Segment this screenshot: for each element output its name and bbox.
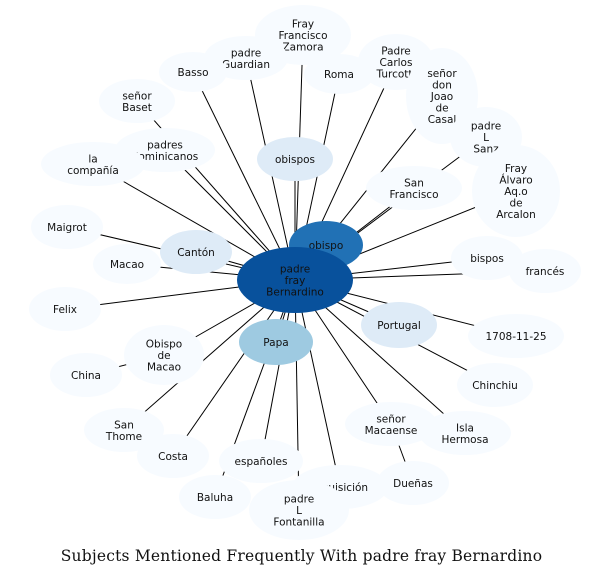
node-bubble-canton [160, 230, 232, 274]
node-bubble-chinchiu [457, 363, 533, 407]
node-papa: Papa [239, 319, 313, 365]
node-china: China [50, 353, 122, 397]
node-bubble-maigrot [31, 205, 103, 249]
node-label-macao: Macao [110, 259, 144, 271]
node-label-canton: Cantón [177, 247, 215, 259]
node-label-portugal: Portugal [377, 320, 421, 332]
node-felix: Felix [29, 287, 101, 331]
node-bubble-san-thome [84, 408, 164, 452]
node-bubble-date-1708-11-25 [468, 314, 564, 358]
node-baluha: Baluha [179, 475, 251, 519]
edge-center-padre-l-fontanilla [294, 279, 300, 511]
node-bubble-la-compania [41, 142, 145, 186]
node-maigrot: Maigrot [31, 205, 103, 249]
node-label-basso: Basso [177, 67, 208, 79]
node-label-roma: Roma [324, 69, 354, 81]
node-bubble-baluha [179, 475, 251, 519]
node-label-date-1708-11-25: 1708-11-25 [485, 331, 546, 343]
node-label-frances: francés [526, 266, 565, 278]
node-bubble-isla-hermosa [419, 411, 511, 455]
node-bubble-macao [93, 244, 161, 284]
node-bubble-obispos [257, 137, 333, 181]
node-frances: francés [509, 249, 581, 293]
diagram-title: Subjects Mentioned Frequently With padre… [60, 547, 543, 565]
node-roma: Roma [304, 54, 374, 94]
node-bubble-portugal [361, 302, 437, 348]
edge-center-inquisicion [294, 279, 341, 488]
node-bubble-san-francisco [366, 166, 462, 210]
node-canton: Cantón [160, 230, 232, 274]
node-bubble-obispo-de-macao [124, 325, 204, 385]
node-costa: Costa [137, 434, 209, 478]
node-bubble-bispos [451, 236, 523, 280]
node-bubble-senor-baset [99, 79, 175, 123]
node-bubble-costa [137, 434, 209, 478]
node-label-obispo: obispo [309, 240, 344, 252]
node-macao: Macao [93, 244, 161, 284]
node-duenas: Dueñas [377, 461, 449, 505]
node-portugal: Portugal [361, 302, 437, 348]
node-bispos: bispos [451, 236, 523, 280]
node-label-baluha: Baluha [197, 492, 233, 504]
node-label-maigrot: Maigrot [47, 222, 87, 234]
node-basso: Basso [159, 52, 227, 92]
node-bubble-duenas [377, 461, 449, 505]
node-bubble-china [50, 353, 122, 397]
node-label-china: China [71, 370, 101, 382]
node-label-papa: Papa [263, 337, 288, 349]
node-bubble-roma [304, 54, 374, 94]
node-bubble-center [237, 247, 353, 313]
node-label-espanoles: españoles [235, 456, 288, 468]
node-bubble-espanoles [219, 439, 303, 483]
node-chinchiu: Chinchiu [457, 363, 533, 407]
node-bubble-senor-macaense [345, 402, 437, 446]
node-bubble-padre-l-fontanilla [249, 480, 349, 540]
node-bubble-felix [29, 287, 101, 331]
node-espanoles: españoles [219, 439, 303, 483]
node-label-felix: Felix [53, 304, 77, 316]
node-label-duenas: Dueñas [393, 478, 433, 490]
node-label-bispos: bispos [470, 253, 504, 265]
node-date-1708-11-25: 1708-11-25 [468, 314, 564, 358]
node-bubble-frances [509, 249, 581, 293]
node-label-costa: Costa [158, 451, 188, 463]
node-obispos: obispos [257, 137, 333, 181]
node-bubble-basso [159, 52, 227, 92]
node-bubble-papa [239, 319, 313, 365]
node-label-obispos: obispos [275, 154, 315, 166]
node-label-chinchiu: Chinchiu [472, 380, 518, 392]
node-bubble-fray-alvaro [472, 145, 560, 237]
edge-center-basso [192, 71, 296, 281]
